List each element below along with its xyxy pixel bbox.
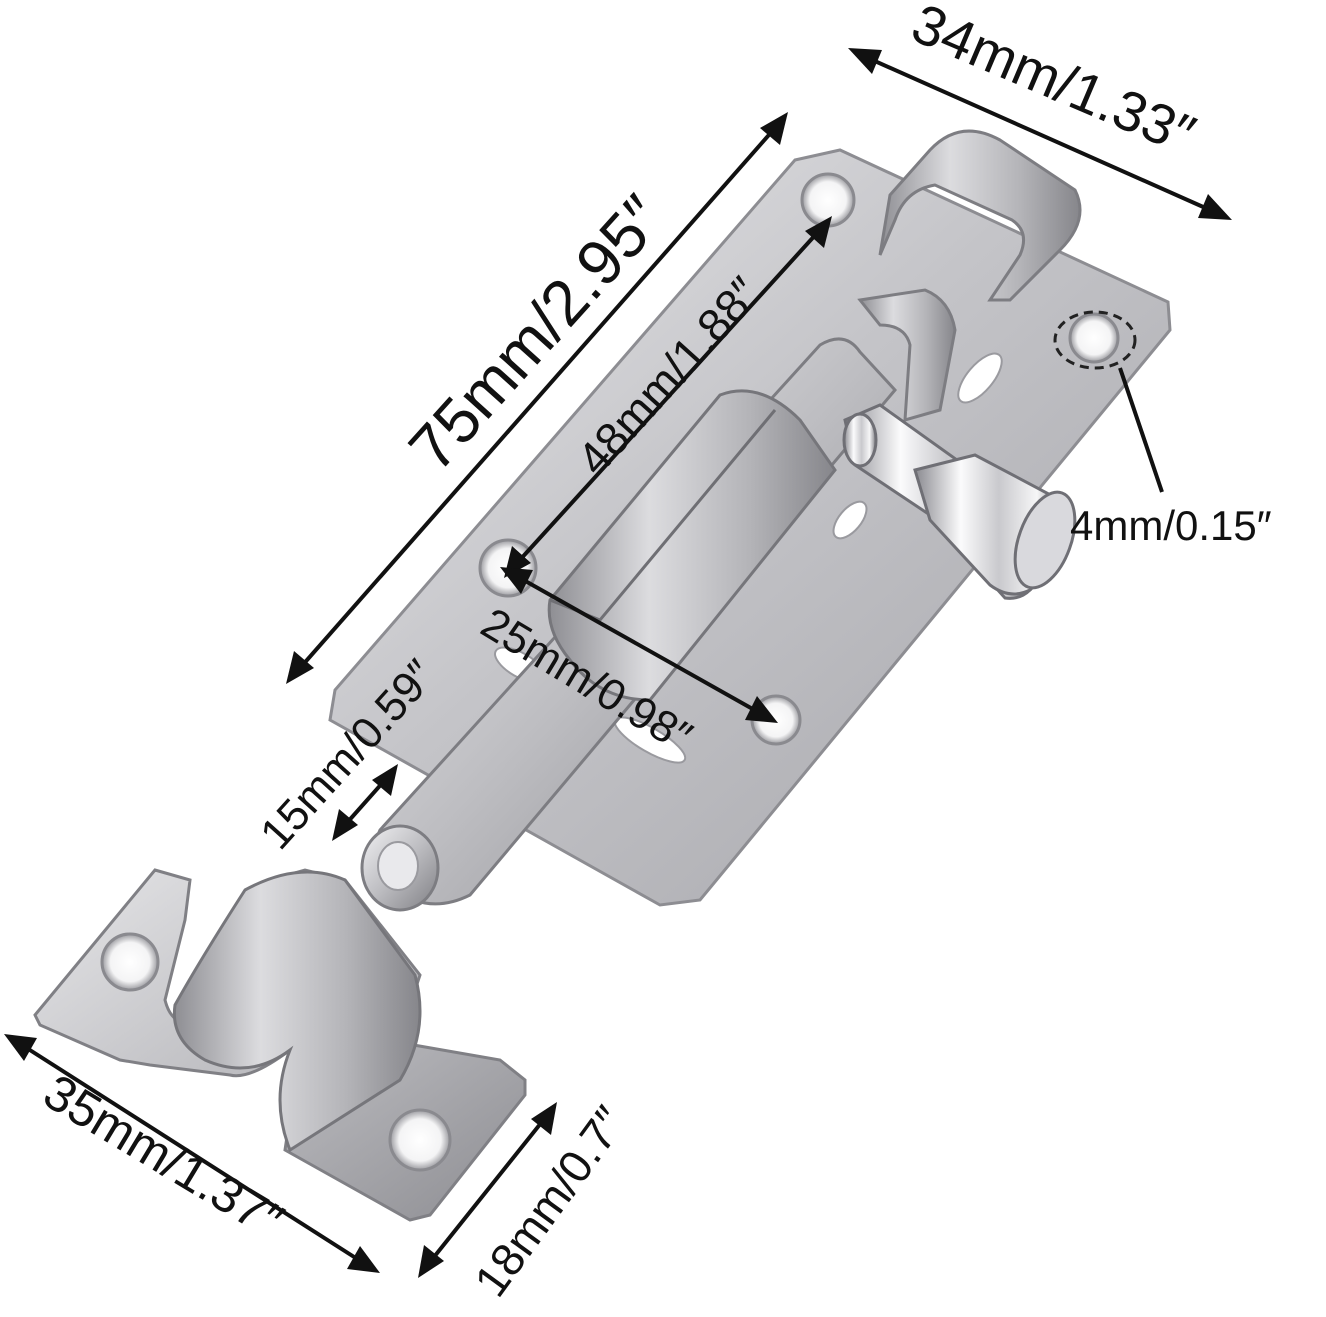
dim-keeper-length-arrow bbox=[4, 1034, 380, 1273]
dim-plate-width-arrow bbox=[848, 48, 1232, 220]
screw-hole bbox=[800, 172, 856, 228]
plate-slot bbox=[957, 352, 1003, 404]
bolt-latch bbox=[328, 129, 1172, 912]
bolt-knob bbox=[842, 403, 1077, 600]
keeper-screw-hole bbox=[388, 1108, 452, 1172]
bolt-tip-face bbox=[377, 841, 419, 891]
screw-hole bbox=[1068, 312, 1120, 364]
spring-clip bbox=[857, 288, 957, 423]
dimension-annotations bbox=[4, 48, 1232, 1278]
keeper-screw-hole bbox=[100, 932, 160, 992]
dim-bolt-projection-arrow bbox=[332, 764, 398, 841]
keeper-strike bbox=[33, 868, 527, 1222]
label-hole-diameter: 4mm/0.15″ bbox=[1070, 502, 1272, 549]
dim-keeper-width-arrow bbox=[418, 1102, 557, 1278]
dim-hole-spacing-short-arrow bbox=[500, 567, 778, 723]
plate-slot bbox=[832, 500, 868, 540]
dim-overall-length-arrow bbox=[286, 112, 788, 684]
label-keeper-length: 35mm/1.37″ bbox=[34, 1063, 292, 1249]
bolt-housing bbox=[547, 389, 837, 702]
dim-hole-diameter-leader bbox=[1118, 367, 1164, 493]
guide-bracket bbox=[878, 129, 1082, 302]
keeper-arch bbox=[172, 870, 422, 1153]
hole-callout-ring bbox=[1053, 310, 1137, 370]
